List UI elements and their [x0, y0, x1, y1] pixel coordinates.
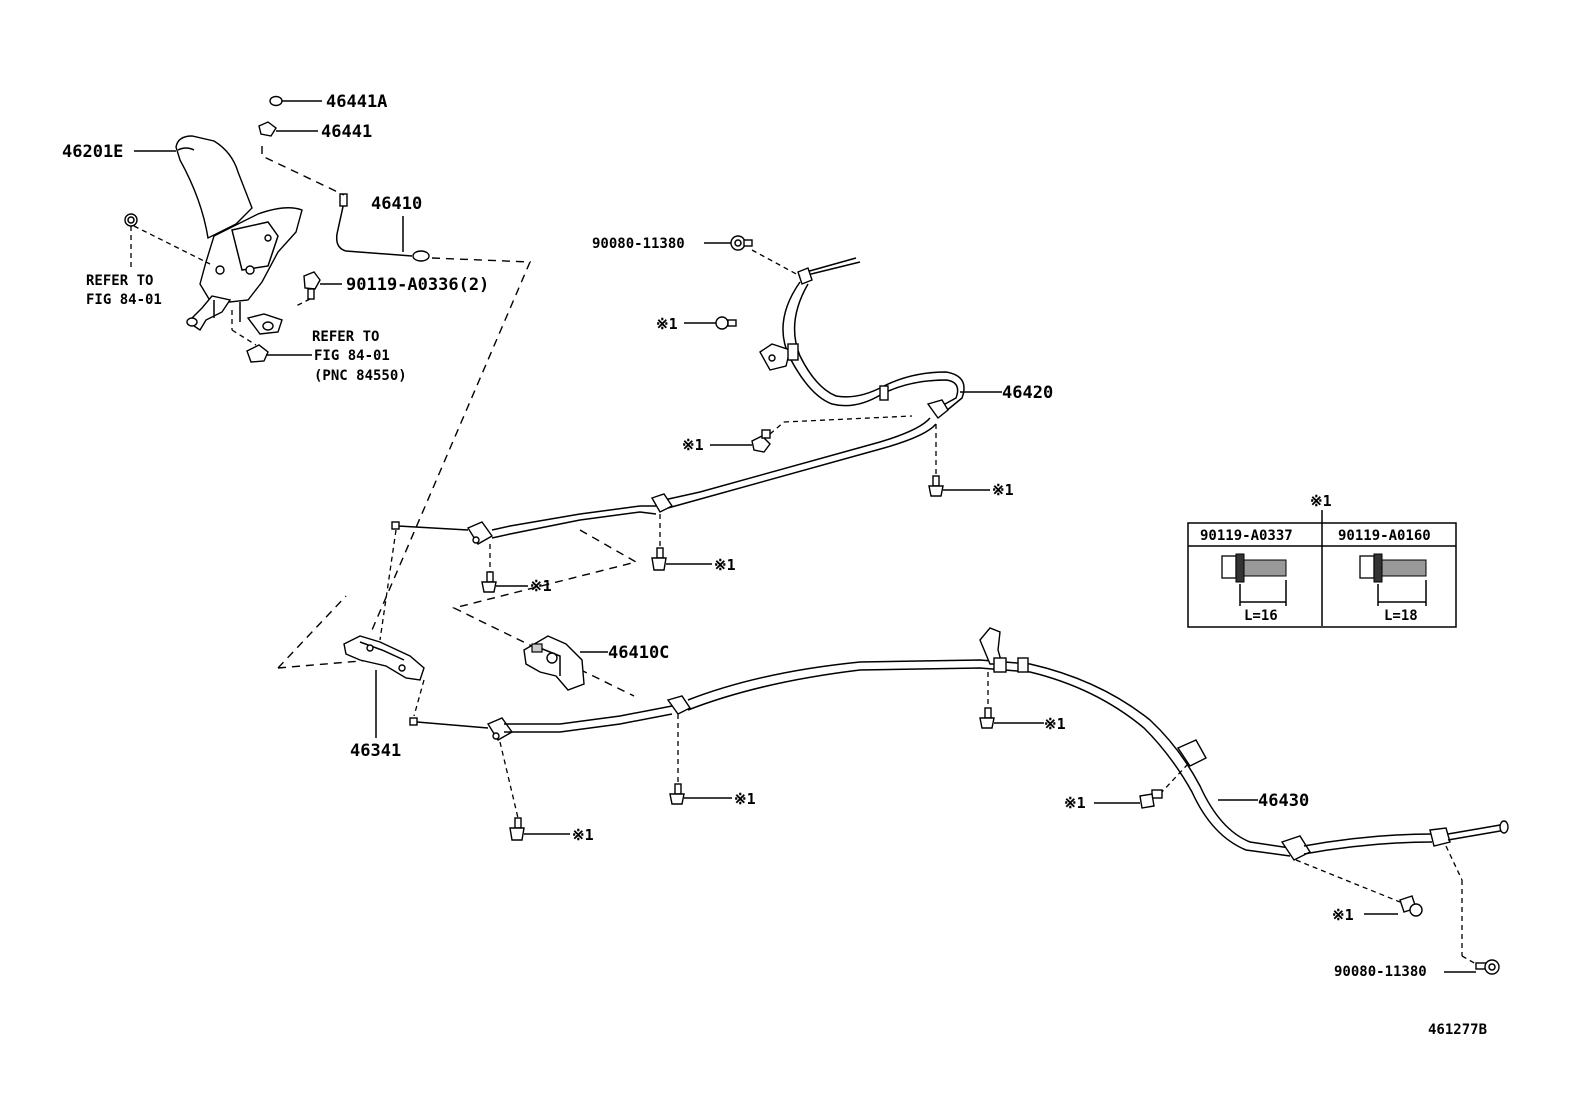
- part-90080-11380-bottom: 90080-11380: [1334, 845, 1500, 980]
- parking-brake-lever-assembly: 46441A 46441 46201E: [62, 92, 532, 669]
- mark-1-a: ※1: [656, 315, 678, 333]
- bolt-mark-1-c: ※1: [928, 424, 1014, 499]
- label-46410: 46410: [371, 194, 422, 214]
- note-refer-mid-1: REFER TO: [312, 329, 379, 345]
- bolt-refer-fig-84-01-left: REFER TO FIG 84-01: [86, 213, 211, 308]
- part-46441A: 46441A: [269, 92, 387, 112]
- mark-1-j: ※1: [1332, 906, 1354, 924]
- part-46441: 46441: [258, 121, 372, 142]
- part-46410: 46410: [335, 193, 430, 262]
- label-46420: 46420: [1002, 383, 1053, 403]
- bolt-legend-table: ※1 90119-A0337 90119-A0160 L=16 L=18: [1187, 492, 1457, 628]
- part-90080-11380-top: 90080-11380: [592, 235, 801, 277]
- note-refer-left-2: FIG 84-01: [86, 292, 162, 308]
- part-46430-cable: 46430: [409, 627, 1509, 861]
- mark-1-f: ※1: [1044, 715, 1066, 733]
- bolt-mark-1-j: ※1: [1295, 859, 1423, 924]
- part-46341: 46341: [343, 635, 425, 761]
- label-90080-11380-top: 90080-11380: [592, 236, 685, 252]
- bolt-18mm-icon: L=18: [1359, 553, 1427, 624]
- nut-refer-fig-84-01-pnc-84550: REFER TO FIG 84-01 (PNC 84550): [231, 310, 407, 384]
- guide-46341-to-lower-cable: [413, 679, 425, 717]
- bolt-mark-1-h: ※1: [499, 741, 594, 844]
- label-46441A: 46441A: [326, 92, 387, 112]
- figure-code: 461277B: [1428, 1022, 1487, 1038]
- part-46201E: 46201E: [62, 135, 303, 335]
- mark-1-i: ※1: [1064, 794, 1086, 812]
- bolt-mark-1-i: ※1: [1064, 763, 1189, 812]
- bolt-mark-1-f: ※1: [979, 672, 1066, 733]
- bolt-16mm-icon: L=16: [1221, 553, 1287, 624]
- label-46441: 46441: [321, 122, 372, 142]
- part-46420-cable: 46420: [391, 257, 1053, 545]
- mark-1-h: ※1: [572, 826, 594, 844]
- label-90080-11380-bottom: 90080-11380: [1334, 964, 1427, 980]
- part-46410C: 46410C: [523, 635, 669, 691]
- legend-header-mark: ※1: [1310, 492, 1332, 510]
- label-46410C: 46410C: [608, 643, 669, 663]
- bolt-mark-1-e: ※1: [481, 544, 552, 595]
- note-refer-mid-3: (PNC 84550): [314, 368, 407, 384]
- bolt-mark-1-g: ※1: [669, 714, 756, 808]
- legend-col1-part: 90119-A0337: [1200, 528, 1293, 544]
- legend-col1-length: L=16: [1244, 608, 1278, 624]
- legend-col2-part: 90119-A0160: [1338, 528, 1431, 544]
- part-90119-A0336: 90119-A0336(2): [295, 271, 489, 307]
- mark-1-d: ※1: [714, 556, 736, 574]
- note-refer-left-1: REFER TO: [86, 273, 153, 289]
- note-refer-mid-2: FIG 84-01: [314, 348, 390, 364]
- mark-1-e: ※1: [530, 577, 552, 595]
- bolt-mark-1-b: ※1: [682, 415, 913, 454]
- label-90119-A0336: 90119-A0336(2): [346, 275, 489, 295]
- label-46201E: 46201E: [62, 142, 123, 162]
- legend-col2-length: L=18: [1384, 608, 1418, 624]
- bolt-mark-1-a: ※1: [656, 315, 737, 333]
- label-46430: 46430: [1258, 791, 1309, 811]
- mark-1-g: ※1: [734, 790, 756, 808]
- mark-1-b: ※1: [682, 436, 704, 454]
- mark-1-c: ※1: [992, 481, 1014, 499]
- label-46341: 46341: [350, 741, 401, 761]
- bolt-mark-1-d: ※1: [651, 514, 736, 574]
- guide-upper-cable-to-46341: [379, 529, 397, 641]
